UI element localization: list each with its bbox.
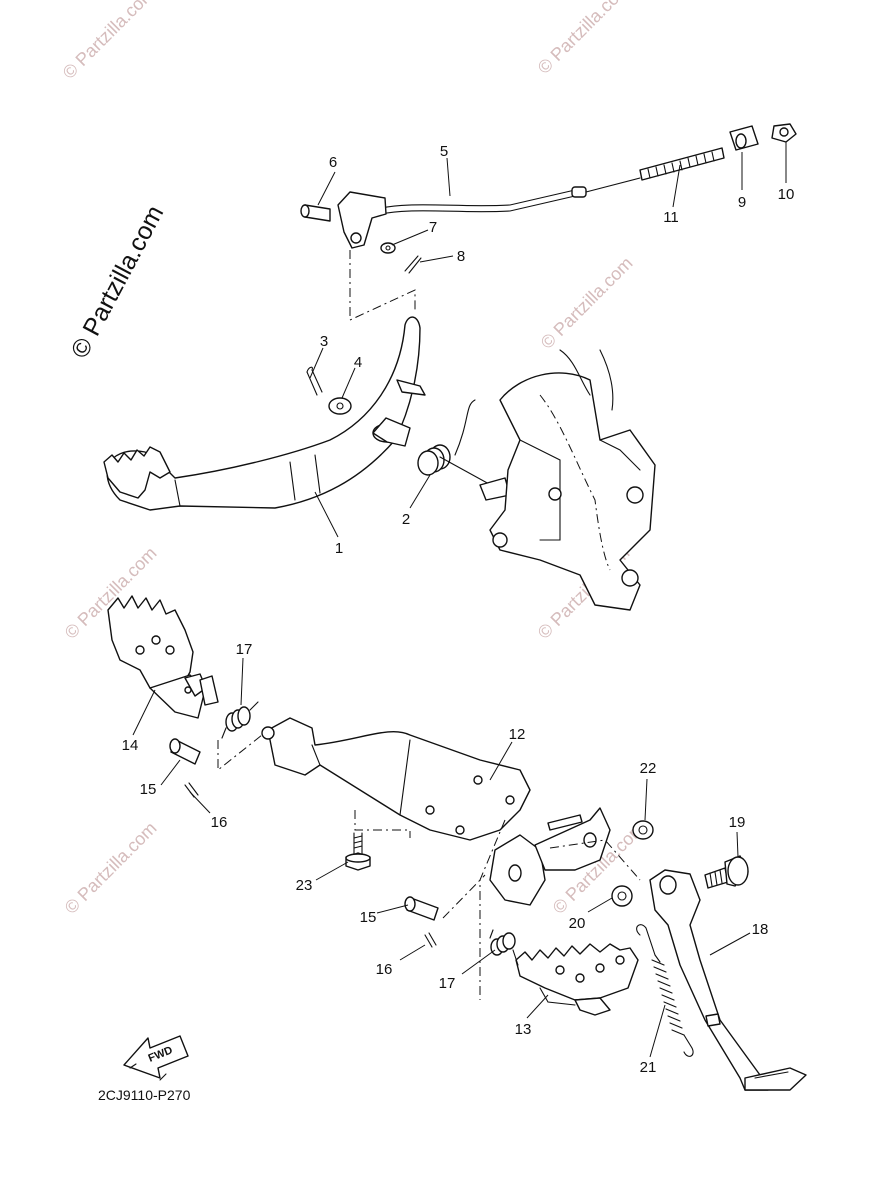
callout-22: 22	[640, 760, 657, 777]
footrest-spring-right	[489, 929, 519, 966]
washer-4	[328, 397, 352, 415]
callout-17b: 17	[439, 975, 456, 992]
watermark: © Partzilla.com	[59, 0, 159, 83]
sidestand-bolt	[704, 855, 749, 889]
callout-7: 7	[429, 219, 437, 236]
left-footrest	[107, 595, 219, 719]
callout-21: 21	[640, 1059, 657, 1076]
callout-3: 3	[320, 333, 328, 350]
washer	[380, 242, 396, 254]
brand-mark: © Partzilla.com	[66, 201, 170, 363]
callout-14: 14	[122, 737, 139, 754]
adjusting-nut	[729, 125, 759, 151]
callout-2: 2	[402, 511, 410, 528]
callout-18: 18	[752, 921, 769, 938]
callout-23: 23	[296, 877, 313, 894]
right-footrest	[515, 943, 639, 1016]
clevis-pin	[300, 204, 331, 222]
brake-pedal-assembly	[103, 316, 511, 511]
watermark: © Partzilla.com	[537, 253, 637, 353]
leader-lines	[132, 142, 787, 1058]
forward-direction-arrow: FWD	[123, 1035, 189, 1081]
callout-4: 4	[354, 354, 362, 371]
callout-15b: 15	[360, 909, 377, 926]
callout-20: 20	[569, 915, 586, 932]
callout-labels: 1 2 3 4 5 6 7 8 9 10 11 12 13 14 15 15 1…	[122, 143, 795, 1076]
callout-5: 5	[440, 143, 448, 160]
callout-6: 6	[329, 154, 337, 171]
cotter-pin-3	[306, 369, 323, 396]
callout-17a: 17	[236, 641, 253, 658]
sidestand-assembly	[611, 820, 807, 1091]
nut	[771, 123, 797, 143]
footrest-bar	[261, 717, 641, 1000]
callout-1: 1	[335, 540, 343, 557]
brake-rod-assembly	[300, 123, 797, 321]
flange-bolt	[345, 832, 371, 871]
callout-8: 8	[457, 248, 465, 265]
frame-bracket	[489, 349, 656, 611]
diagram-code: 2CJ9110-P270	[98, 1087, 191, 1103]
callout-16a: 16	[211, 814, 228, 831]
rod-spring	[639, 147, 725, 181]
callout-15a: 15	[140, 781, 157, 798]
callout-11: 11	[663, 209, 679, 226]
watermark: © Partzilla.com	[61, 818, 161, 918]
callout-13: 13	[515, 1021, 532, 1038]
return-spring	[417, 399, 501, 491]
collar	[632, 820, 654, 840]
collar-20	[611, 885, 633, 907]
footrest-spring	[221, 701, 259, 739]
sidestand-spring	[636, 924, 694, 1057]
watermark: © Partzilla.com	[534, 0, 634, 78]
callout-9: 9	[738, 194, 746, 211]
callout-10: 10	[778, 186, 795, 203]
left-pivot-set	[169, 701, 263, 798]
callout-16b: 16	[376, 961, 393, 978]
cotter-pin	[404, 255, 422, 274]
callout-19: 19	[729, 814, 746, 831]
callout-12: 12	[509, 726, 526, 743]
